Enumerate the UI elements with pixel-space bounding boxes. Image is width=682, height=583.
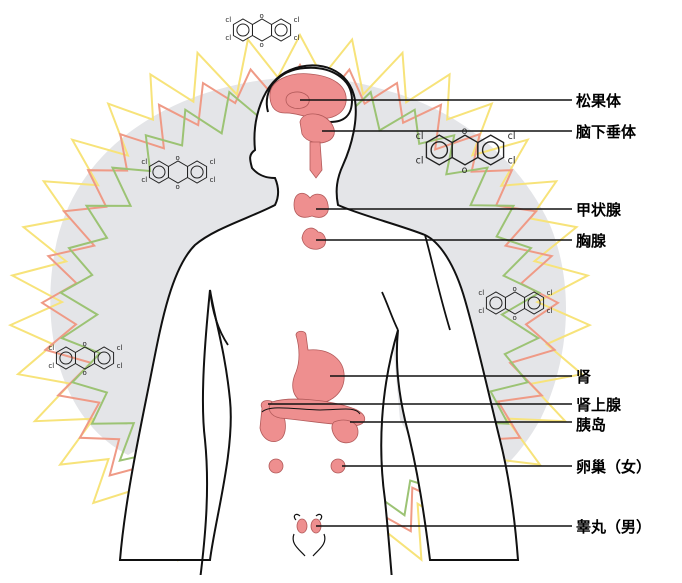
atom-label: o bbox=[513, 314, 517, 322]
atom-label: cl bbox=[547, 289, 553, 297]
atom-label: o bbox=[462, 126, 468, 137]
label-pancreas: 胰岛 bbox=[576, 416, 606, 434]
atom-label: o bbox=[260, 12, 264, 20]
atom-label: cl bbox=[117, 362, 123, 370]
atom-label: cl bbox=[141, 176, 147, 184]
label-adrenal: 肾上腺 bbox=[576, 396, 622, 414]
label-testis: 睾丸（男） bbox=[576, 518, 651, 536]
atom-label: o bbox=[462, 165, 468, 176]
testis-left bbox=[297, 519, 307, 533]
label-ovary: 卵巢（女） bbox=[576, 458, 651, 476]
atom-label: o bbox=[83, 369, 87, 377]
atom-label: cl bbox=[478, 307, 484, 315]
dioxin-molecule-0: cl cl cl cl o o bbox=[225, 12, 299, 49]
atom-label: cl bbox=[508, 156, 516, 167]
atom-label: cl bbox=[294, 34, 300, 42]
label-thyroid: 甲状腺 bbox=[576, 201, 622, 219]
atom-label: cl bbox=[225, 16, 231, 24]
atom-label: o bbox=[176, 154, 180, 162]
atom-label: cl bbox=[48, 362, 54, 370]
atom-label: cl bbox=[141, 158, 147, 166]
aromatic-circle bbox=[275, 24, 287, 36]
atom-label: cl bbox=[547, 307, 553, 315]
atom-label: cl bbox=[48, 344, 54, 352]
atom-label: cl bbox=[508, 131, 516, 142]
atom-label: cl bbox=[416, 156, 424, 167]
atom-label: o bbox=[260, 41, 264, 49]
atom-label: cl bbox=[478, 289, 484, 297]
label-kidney: 肾 bbox=[576, 368, 591, 386]
atom-label: cl bbox=[210, 176, 216, 184]
atom-label: o bbox=[176, 183, 180, 191]
atom-label: cl bbox=[225, 34, 231, 42]
molecule-ring bbox=[272, 19, 291, 41]
aromatic-circle bbox=[237, 24, 249, 36]
ovary-left bbox=[269, 459, 283, 473]
atom-label: cl bbox=[117, 344, 123, 352]
thyroid-organ bbox=[294, 193, 328, 217]
atom-label: cl bbox=[210, 158, 216, 166]
atom-label: cl bbox=[294, 16, 300, 24]
label-thymus: 胸腺 bbox=[576, 232, 607, 250]
molecule-ring bbox=[233, 19, 252, 41]
atom-label: o bbox=[83, 340, 87, 348]
atom-label: o bbox=[513, 285, 517, 293]
atom-label: cl bbox=[416, 131, 424, 142]
spinal-cord bbox=[310, 142, 322, 178]
label-pineal: 松果体 bbox=[576, 92, 622, 110]
molecule-ring bbox=[252, 19, 271, 41]
label-pituitary: 脑下垂体 bbox=[576, 123, 637, 141]
